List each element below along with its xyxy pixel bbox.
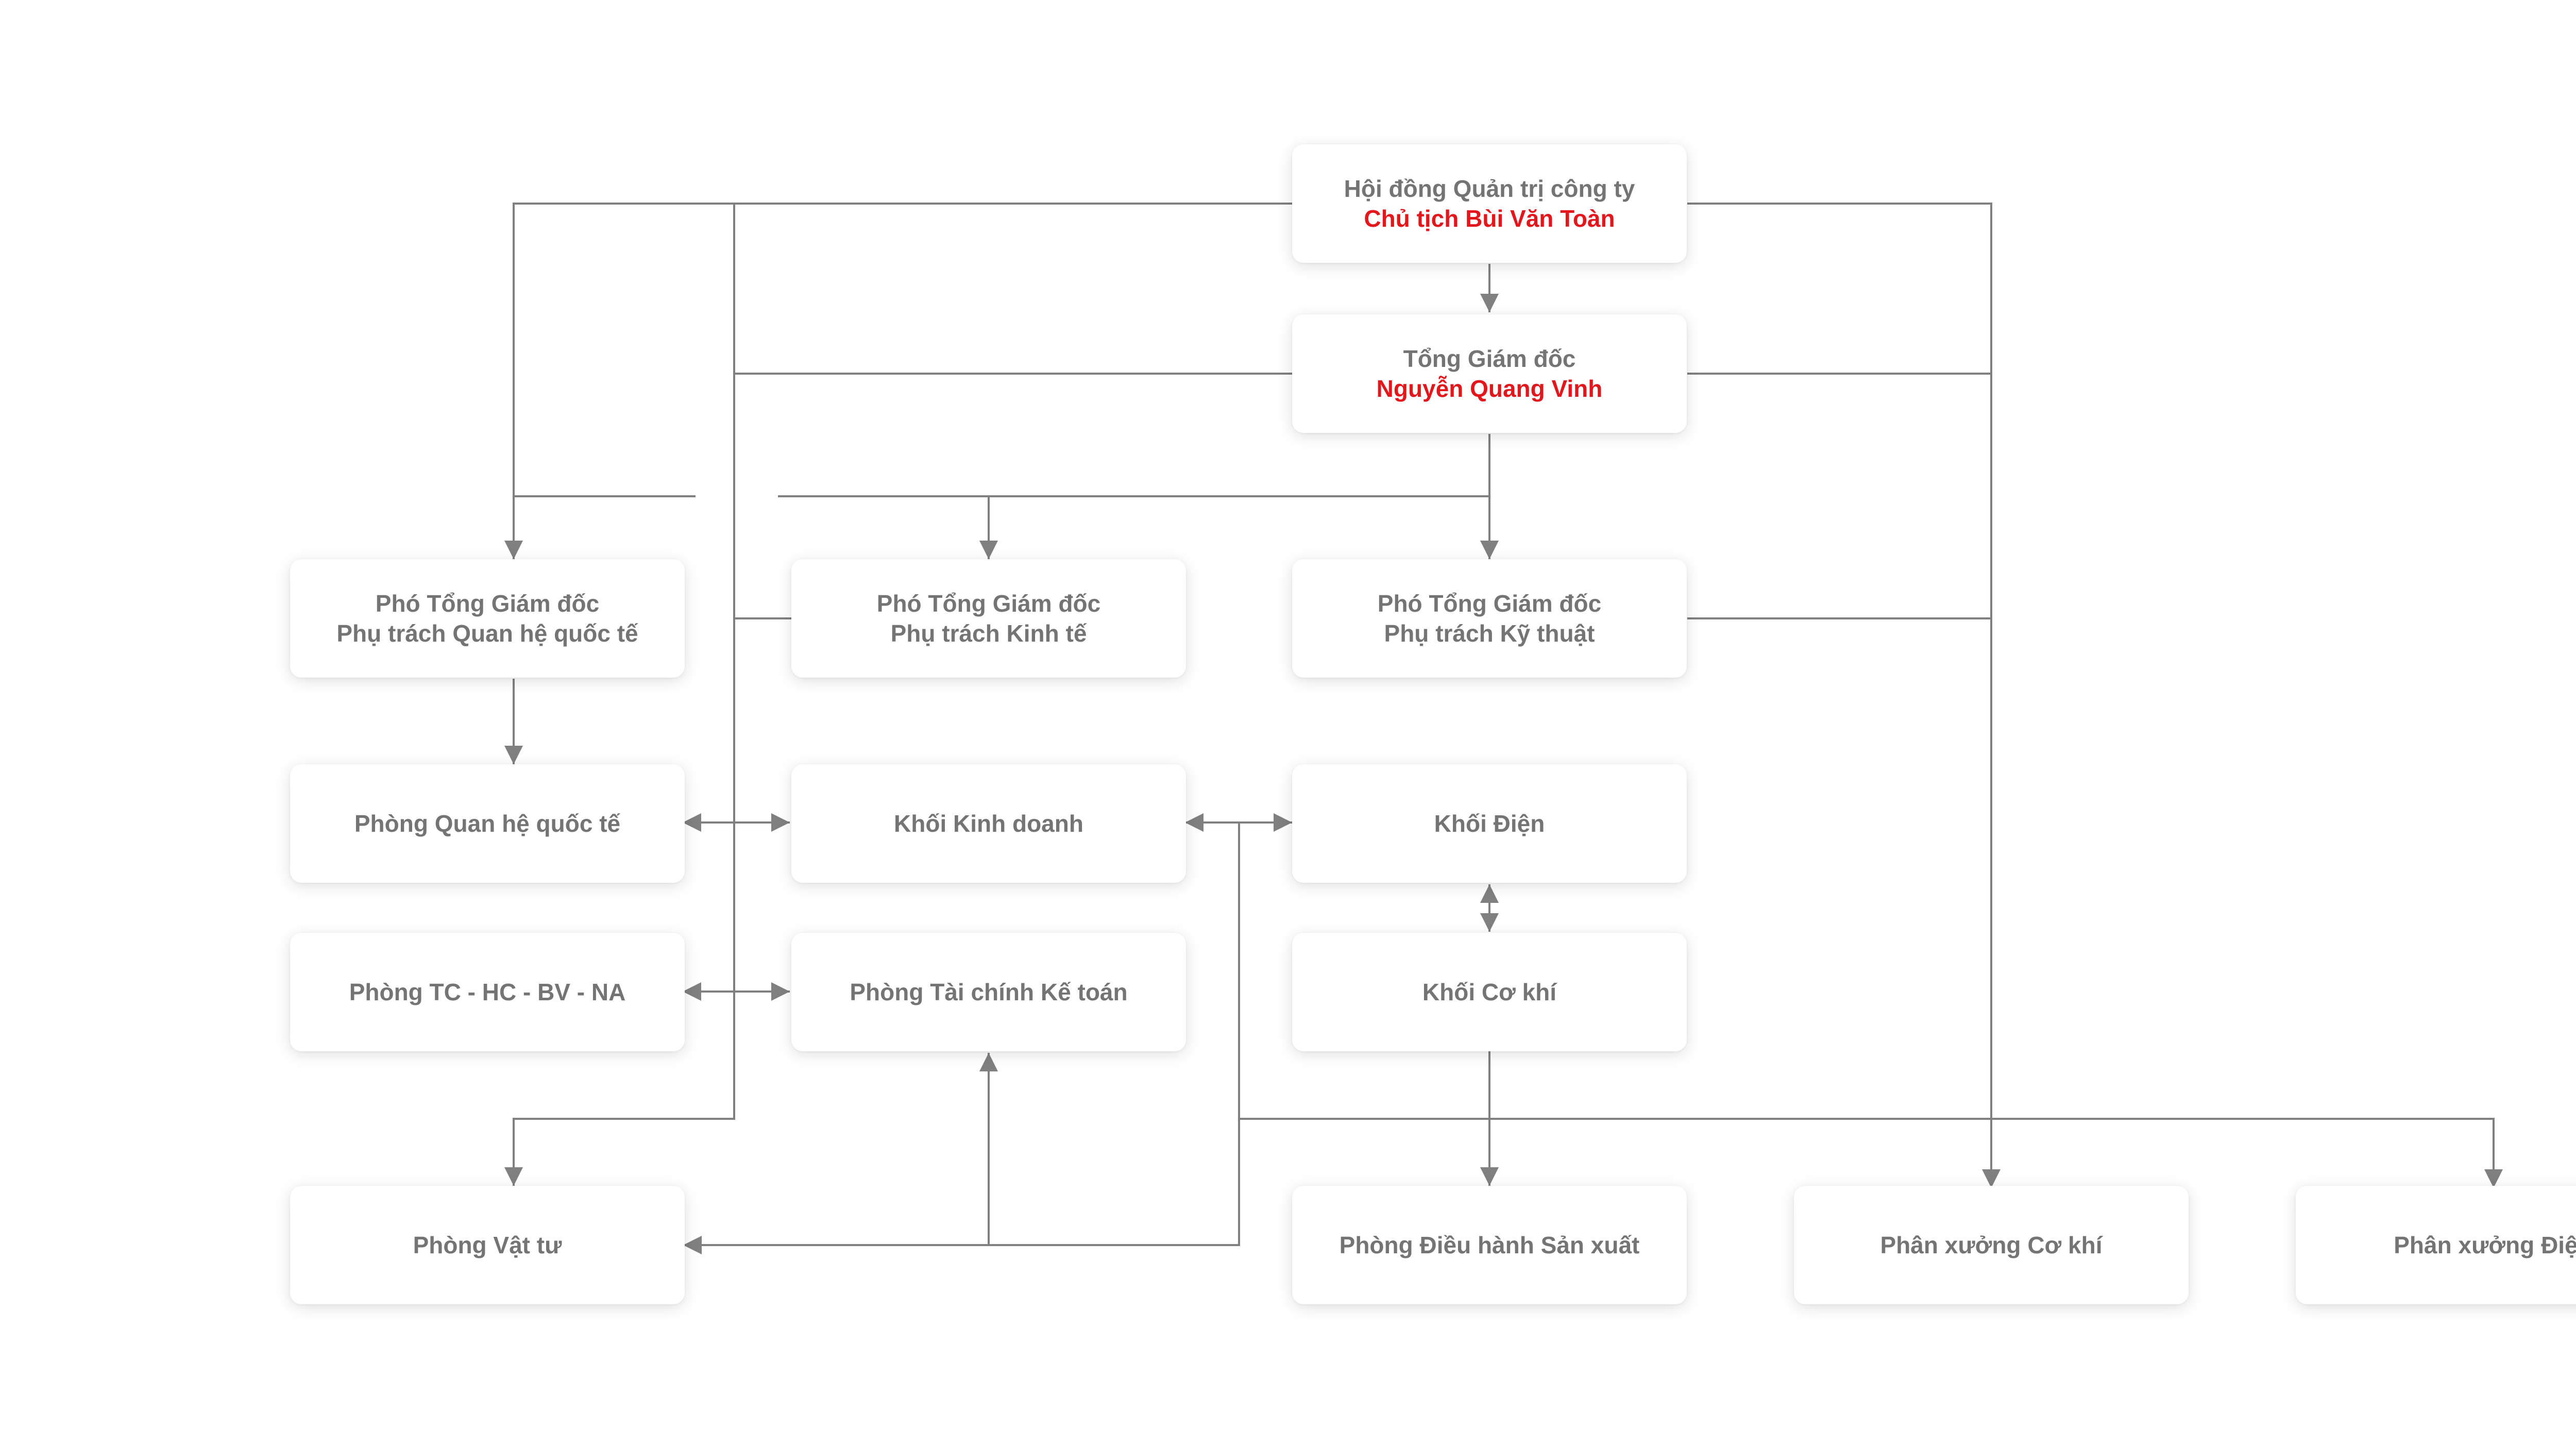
- production-dept-label: Phòng Điều hành Sản xuất: [1339, 1232, 1640, 1258]
- node-materials-dept: Phòng Vật tư: [290, 1186, 685, 1304]
- mech-workshop-label: Phân xưởng Cơ khí: [1880, 1232, 2103, 1258]
- finance-dept-label: Phòng Tài chính Kế toán: [850, 979, 1128, 1005]
- vp-econ-line2: Phụ trách Kinh tế: [890, 620, 1087, 647]
- vp-intl-line1: Phó Tổng Giám đốc: [375, 590, 600, 617]
- node-production-dept: Phòng Điều hành Sản xuất: [1292, 1186, 1687, 1304]
- connector-board-to-vp-intl: [504, 203, 1292, 559]
- node-electric-block: Khối Điện: [1292, 764, 1687, 883]
- node-finance-dept: Phòng Tài chính Kế toán: [791, 933, 1186, 1051]
- materials-dept-label: Phòng Vật tư: [413, 1232, 562, 1258]
- connector-business-to-elec-workshop: [1239, 1118, 2503, 1188]
- node-intl-relations-dept: Phòng Quan hệ quốc tế: [290, 764, 685, 883]
- connector-inner-trunk-to-materials: [504, 203, 1292, 1186]
- electric-block-label: Khối Điện: [1434, 810, 1545, 837]
- node-mechanical-block: Khối Cơ khí: [1292, 933, 1687, 1051]
- vp-tech-line2: Phụ trách Kỹ thuật: [1384, 620, 1595, 647]
- intl-dept-label: Phòng Quan hệ quốc tế: [354, 810, 621, 837]
- node-business-block: Khối Kinh doanh: [791, 764, 1186, 883]
- node-vp-economics: Phó Tổng Giám đốc Phụ trách Kinh tế: [791, 559, 1186, 678]
- node-admin-dept: Phòng TC - HC - BV - NA: [290, 933, 685, 1051]
- mechanical-block-label: Khối Cơ khí: [1422, 979, 1557, 1005]
- vp-econ-line1: Phó Tổng Giám đốc: [876, 590, 1101, 617]
- ceo-name: Nguyễn Quang Vinh: [1376, 375, 1603, 402]
- admin-dept-label: Phòng TC - HC - BV - NA: [349, 979, 626, 1005]
- vp-tech-line1: Phó Tổng Giám đốc: [1377, 590, 1602, 617]
- node-vp-technical: Phó Tổng Giám đốc Phụ trách Kỹ thuật: [1292, 559, 1687, 678]
- node-mechanical-workshop: Phân xưởng Cơ khí: [1794, 1186, 2189, 1304]
- connector-business-trunk: [683, 822, 1240, 1254]
- vp-intl-line2: Phụ trách Quan hệ quốc tế: [336, 620, 638, 647]
- ceo-title: Tổng Giám đốc: [1403, 345, 1576, 372]
- business-block-label: Khối Kinh doanh: [894, 810, 1083, 837]
- node-vp-international: Phó Tổng Giám đốc Phụ trách Quan hệ quốc…: [290, 559, 685, 678]
- board-title: Hội đồng Quản trị công ty: [1344, 175, 1635, 202]
- board-chairman-name: Chủ tịch Bùi Văn Toàn: [1364, 205, 1615, 232]
- elec-workshop-label: Phân xưởng Điện: [2394, 1232, 2576, 1258]
- node-board: Hội đồng Quản trị công ty Chủ tịch Bùi V…: [1292, 144, 1687, 263]
- connector-board-to-mech-workshop: [1687, 203, 2001, 1188]
- node-ceo: Tổng Giám đốc Nguyễn Quang Vinh: [1292, 314, 1687, 433]
- node-electric-workshop: Phân xưởng Điện: [2296, 1186, 2576, 1304]
